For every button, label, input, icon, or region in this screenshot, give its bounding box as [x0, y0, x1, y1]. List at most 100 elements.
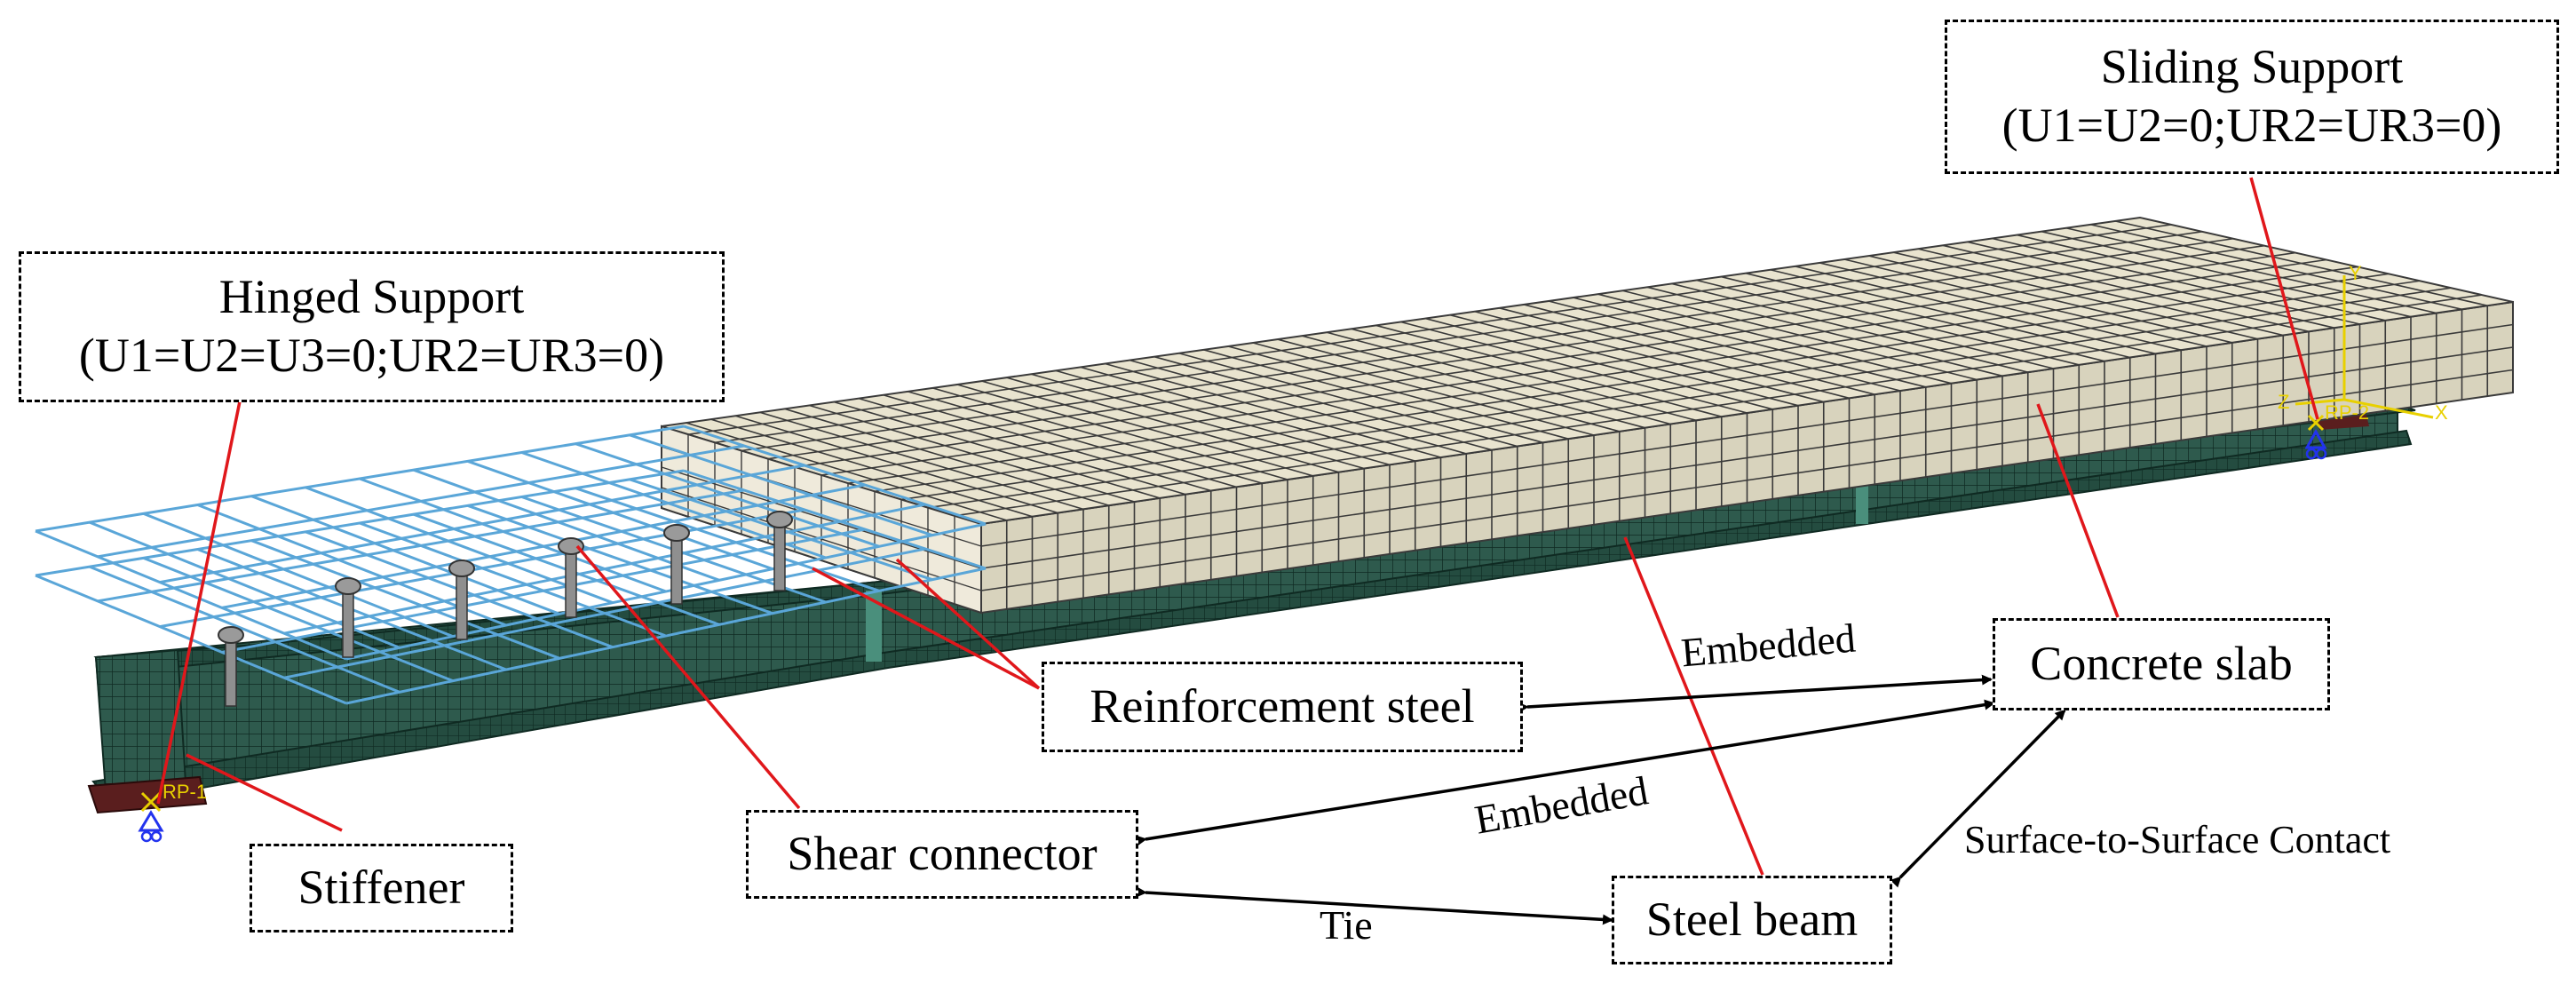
concrete-slab-label-box: Concrete slab [1993, 618, 2330, 710]
rebar-bar [97, 488, 745, 603]
arrow-tie [1136, 886, 1613, 925]
left-hinged-support-symbol [138, 791, 164, 843]
rebar-bar [305, 486, 614, 605]
contact-label: Surface-to-Surface Contact [1964, 818, 2391, 861]
shear-connector-studs [218, 511, 793, 707]
sliding-support-conditions: (U1=U2=0;UR2=UR3=0) [2001, 99, 2502, 152]
slab-grid-line [687, 224, 2172, 435]
shear-stud-shank [565, 545, 577, 618]
slab-grid-line [661, 487, 982, 591]
arrow-embedded-rebar-concrete [1518, 674, 1993, 713]
leader-reinforcement-2 [895, 558, 1041, 690]
shear-stud-head [218, 626, 244, 644]
rebar-bar [359, 521, 667, 638]
shear-stud-shank [225, 634, 237, 707]
leader-shear [575, 544, 801, 810]
concrete-slab-label: Concrete slab [2030, 637, 2293, 691]
rebar-bar [159, 508, 805, 629]
shear-stud-shank [342, 585, 354, 658]
slab-grid-line [900, 280, 2421, 501]
steel-beam-mid-stiffener [866, 591, 882, 662]
sliding-support-label-box: Sliding Support (U1=U2=0;UR2=UR3=0) [1945, 20, 2559, 174]
slab-grid-line [820, 258, 2327, 476]
rebar-bar [683, 425, 987, 526]
slab-grid-line [954, 294, 2483, 517]
leader-reinforcement-1 [812, 567, 1040, 690]
slab-grid-line [741, 237, 2234, 452]
sliding-support-title: Sliding Support [2100, 40, 2404, 94]
reinforcement-steel-label-box: Reinforcement steel [1042, 662, 1523, 752]
tie-label: Tie [1320, 902, 1373, 948]
rebar-bar [683, 469, 987, 570]
rebar-bar [35, 425, 685, 533]
shear-stud-shank [773, 519, 786, 591]
slab-grid-line [847, 266, 2358, 484]
rebar-bar [250, 495, 560, 615]
rebar-bar [575, 487, 880, 592]
rebar-bar [221, 528, 866, 654]
rebar-bar [413, 468, 720, 582]
stiffener-label: Stiffener [297, 861, 465, 915]
shear-connector-label-box: Shear connector [746, 810, 1138, 899]
rebar-bar [97, 444, 745, 559]
shear-stud-head [766, 511, 793, 528]
rebar-bar [467, 459, 773, 571]
shear-stud-head [558, 537, 584, 555]
axis-y-label: Y [2349, 262, 2362, 284]
rebar-bar [575, 442, 880, 548]
rebar-bar [467, 504, 773, 615]
steel-beam-label-box: Steel beam [1612, 876, 1892, 964]
shear-stud-head [448, 559, 475, 577]
rebar-bar [143, 512, 454, 639]
slab-grid-line [980, 369, 2514, 591]
right-sliding-support-symbol [2304, 414, 2327, 460]
rebar-bar [35, 469, 685, 577]
leader-stiffener [186, 753, 343, 832]
hinged-support-conditions: (U1=U2=U3=0;UR2=UR3=0) [78, 329, 665, 382]
slab-grid-line [661, 466, 982, 569]
arrow-embedded-shear-concrete [1136, 699, 1995, 846]
rebar-bar [143, 556, 454, 683]
slab-grid-line [874, 273, 2390, 493]
hinged-support-label-box: Hinged Support (U1=U2=U3=0;UR2=UR3=0) [19, 251, 725, 402]
rebar-bar [345, 522, 987, 661]
coordinate-axis-triad [2295, 275, 2434, 419]
axis-z-label: Z [2278, 391, 2290, 413]
leader-concrete [2036, 403, 2120, 618]
slab-grid-line [927, 287, 2452, 509]
steel-beam-end-stiffener [1856, 484, 1868, 524]
slab-grid-line [767, 244, 2265, 460]
stiffener-label-box: Stiffener [250, 844, 513, 932]
concrete-slab-grid-lines [661, 220, 2514, 609]
rebar-bar [283, 503, 926, 635]
rebar-bar [159, 464, 805, 584]
rp-right-label: RP-2 [2325, 401, 2370, 424]
rebar-bar [221, 483, 866, 609]
slab-grid-line [980, 346, 2514, 569]
steel-beam-label: Steel beam [1645, 893, 1859, 947]
axis-x-label: X [2435, 401, 2448, 424]
rebar-bar [89, 565, 400, 694]
hinged-support-title: Hinged Support [218, 270, 525, 324]
rebar-bar [196, 504, 507, 627]
shear-connector-label: Shear connector [787, 827, 1098, 881]
shear-stud-shank [456, 567, 468, 640]
slab-grid-line [794, 251, 2296, 468]
rebar-bar [345, 567, 987, 705]
shear-stud-head [663, 524, 690, 542]
rp-left-label: RP-1 [162, 781, 208, 803]
leader-steel-beam [1623, 536, 1764, 876]
slab-grid-line [980, 323, 2514, 547]
rebar-bar [250, 539, 560, 660]
leader-hinged [156, 401, 242, 805]
leader-lines [156, 177, 2319, 876]
shear-stud-head [335, 577, 361, 595]
relationship-arrows [1136, 674, 2066, 925]
slab-grid-line [714, 231, 2203, 444]
reinforcement-steel-label: Reinforcement steel [1090, 679, 1475, 734]
leader-sliding [2249, 177, 2319, 420]
rebar-bar [629, 433, 933, 537]
rebar-bar [359, 477, 667, 593]
arrow-contact [1890, 709, 2066, 888]
